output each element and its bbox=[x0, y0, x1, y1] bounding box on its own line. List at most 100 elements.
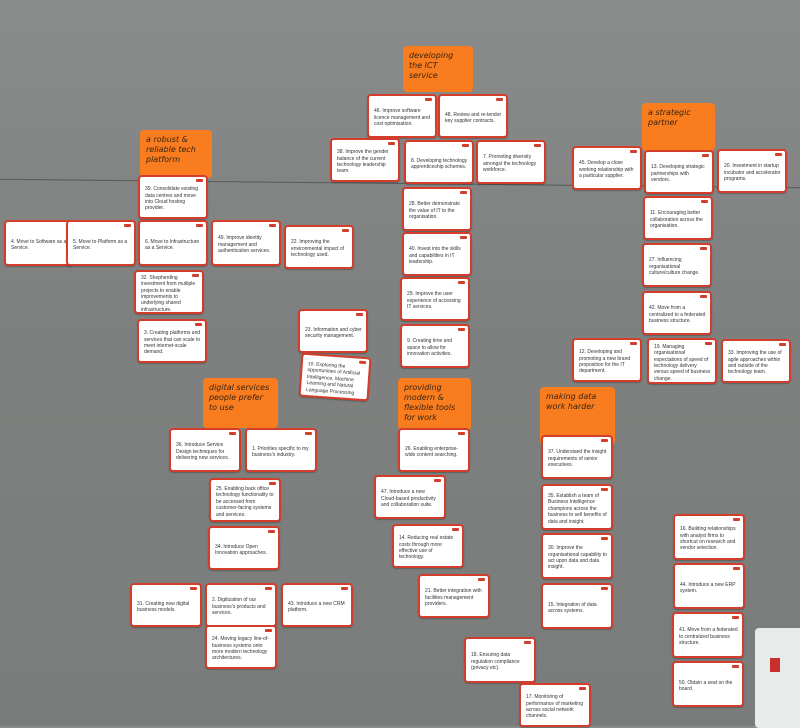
card[interactable]: 32. Shepherding investment from multiple… bbox=[134, 270, 204, 314]
card-text: 40. Invest into the skills and capabilit… bbox=[409, 246, 461, 266]
theme-note[interactable]: developing the ICT service bbox=[403, 46, 473, 92]
card-text: 7. Promoting diversity amongst the techn… bbox=[483, 154, 537, 174]
card[interactable]: 48. Review and re-tender key supplier co… bbox=[438, 94, 508, 138]
card[interactable]: 25. Enabling back office technology func… bbox=[209, 478, 281, 522]
card[interactable]: 36. Introduce Service Design techniques … bbox=[169, 428, 241, 472]
card-tab-icon bbox=[705, 342, 712, 345]
card[interactable]: 38. Improve the gender balance of the cu… bbox=[330, 138, 400, 182]
card-box bbox=[755, 628, 800, 728]
card[interactable]: 7. Promoting diversity amongst the techn… bbox=[476, 140, 546, 184]
card[interactable]: 5. Move to Platform as a Service. bbox=[66, 220, 136, 266]
card[interactable]: 33. Improving the use of agile approache… bbox=[721, 339, 791, 383]
card[interactable]: 1. Priorities specific to my business's … bbox=[245, 428, 317, 472]
card[interactable]: 28. Better demonstrate the value of IT t… bbox=[402, 187, 472, 231]
card[interactable]: 45. Develop a close working relationship… bbox=[572, 146, 642, 190]
theme-note[interactable]: providing modern & flexible tools for wo… bbox=[398, 378, 471, 430]
card[interactable]: 11. Encouraging better collaboration acr… bbox=[643, 196, 713, 240]
card-text: 45. Develop a close working relationship… bbox=[579, 160, 634, 180]
card[interactable]: 17. Monitoring of performance of marketi… bbox=[519, 683, 591, 727]
card-text: 12. Developing and promoting a new brand… bbox=[579, 349, 631, 375]
card-text: 4. Move to Software as a Service. bbox=[11, 238, 67, 251]
card[interactable]: 6. Move to Infrastructure as a Service. bbox=[138, 220, 208, 266]
card-text: 43. Introduce a new CRM platform. bbox=[288, 600, 345, 613]
card-text: 39. Consolidate existing data centres an… bbox=[145, 186, 199, 212]
card-tab-icon bbox=[775, 153, 782, 156]
card-tab-icon bbox=[702, 154, 709, 157]
card-tab-icon bbox=[732, 616, 739, 619]
card-text: 5. Move to Platform as a Service. bbox=[73, 238, 128, 251]
card-tab-icon bbox=[733, 567, 740, 570]
card-text: 33. Improving the use of agile approache… bbox=[728, 350, 782, 376]
card[interactable]: 18. Ensuring data regulation compliance … bbox=[464, 637, 536, 683]
card-text: 22. Improving the environmental impact o… bbox=[291, 239, 345, 259]
card-text: 29. Improve the user experience of acces… bbox=[407, 291, 461, 311]
card-text: 34. Introduce Open Innovation approaches… bbox=[215, 543, 267, 556]
card[interactable]: 34. Introduce Open Innovation approaches… bbox=[208, 526, 280, 570]
card[interactable]: 8. Developing technology apprenticeship … bbox=[404, 140, 474, 184]
card[interactable]: 44. Introduce a new ERP system. bbox=[673, 563, 745, 609]
card[interactable]: 4. Move to Software as a Service. bbox=[4, 220, 74, 266]
card[interactable]: 27. Influencing organisational culture/c… bbox=[642, 243, 712, 287]
card[interactable]: 21. Better integration with facilities m… bbox=[418, 574, 490, 618]
card[interactable]: 3. Creating platforms and services that … bbox=[137, 319, 207, 363]
theme-note[interactable]: a robust & reliable tech platform bbox=[140, 130, 212, 178]
card[interactable]: 2. Digitization of our business's produc… bbox=[205, 583, 277, 627]
card[interactable]: 20. Investment in startup incubator and … bbox=[717, 149, 787, 193]
card[interactable]: 37. Understand the insight requirements … bbox=[541, 435, 613, 479]
card-tab-icon bbox=[601, 537, 608, 540]
card[interactable]: 19. Managing organisational expectations… bbox=[647, 338, 717, 384]
card-text: 17. Monitoring of performance of marketi… bbox=[526, 694, 583, 720]
card-text: 11. Encouraging better collaboration acr… bbox=[650, 210, 703, 230]
card[interactable]: 16. Building relationships with analyst … bbox=[673, 514, 745, 560]
card[interactable]: 23. Information and cyber security manag… bbox=[298, 309, 368, 353]
card[interactable]: 9. Creating time and space to allow for … bbox=[400, 324, 470, 368]
card[interactable]: 46. Improve software licence management … bbox=[367, 94, 437, 138]
card-text: 3. Creating platforms and services that … bbox=[144, 330, 201, 356]
card[interactable]: 50. Obtain a seat on the board. bbox=[672, 661, 744, 707]
card[interactable]: 30. Improve the organisational capabilit… bbox=[541, 533, 613, 579]
card[interactable]: 31. Creating new digital business models… bbox=[130, 583, 202, 627]
card-text: 50. Obtain a seat on the board. bbox=[679, 679, 733, 692]
card-text: 31. Creating new digital business models… bbox=[137, 600, 190, 613]
card-tab-icon bbox=[358, 360, 367, 365]
card-text: 47. Introduce a new Cloud-based producti… bbox=[381, 489, 437, 509]
card[interactable]: 24. Moving legacy line-of-business syste… bbox=[205, 625, 277, 669]
card-tab-icon bbox=[229, 432, 236, 435]
card[interactable]: 43. Introduce a new CRM platform. bbox=[281, 583, 353, 627]
card-text: 44. Introduce a new ERP system. bbox=[680, 581, 736, 594]
card-text: 36. Introduce Service Design techniques … bbox=[176, 442, 230, 462]
card[interactable]: 35. Establish a team of Business Intelli… bbox=[541, 484, 613, 530]
card[interactable]: 22. Improving the environmental impact o… bbox=[284, 225, 354, 269]
theme-note[interactable]: digital services people prefer to use bbox=[203, 378, 278, 428]
card-tab-icon bbox=[732, 665, 739, 668]
card[interactable]: 41. Move from a federated to centralized… bbox=[672, 612, 744, 658]
card[interactable]: 49. Improve identity management and auth… bbox=[211, 220, 281, 266]
card-text: 32. Shepherding investment from multiple… bbox=[141, 274, 196, 313]
card-text: 30. Improve the organisational capabilit… bbox=[548, 545, 607, 571]
card[interactable]: 42. Move from a centralized to a federat… bbox=[642, 291, 712, 335]
card[interactable]: 26. Enabling enterprise-wide content sea… bbox=[398, 428, 470, 472]
card-text: 6. Move to Infrastructure as a Service. bbox=[145, 238, 200, 251]
theme-note[interactable]: a strategic partner bbox=[642, 103, 715, 151]
card-text: 46. Improve software licence management … bbox=[374, 108, 430, 128]
card[interactable]: 12. Developing and promoting a new brand… bbox=[572, 338, 642, 382]
card-tab-icon bbox=[341, 587, 348, 590]
card-tab-icon bbox=[460, 236, 467, 239]
card-tab-icon bbox=[579, 687, 586, 690]
card[interactable]: 29. Improve the user experience of acces… bbox=[400, 277, 470, 321]
card[interactable]: 14. Reducing real estate costs through m… bbox=[392, 524, 464, 568]
card[interactable]: 40. Invest into the skills and capabilit… bbox=[402, 232, 472, 276]
card-tab-icon bbox=[733, 518, 740, 521]
card[interactable]: 15. Integration of data across systems. bbox=[541, 583, 613, 629]
card-tab-icon bbox=[700, 295, 707, 298]
card-tab-icon bbox=[195, 323, 202, 326]
card-tab-icon bbox=[190, 587, 197, 590]
card[interactable]: 10. Exploring the opportunities of Artif… bbox=[298, 352, 372, 402]
card[interactable]: 13. Developing strategic partnerships wi… bbox=[644, 150, 714, 194]
card[interactable]: 47. Introduce a new Cloud-based producti… bbox=[374, 475, 446, 519]
card-tab-icon bbox=[434, 479, 441, 482]
card[interactable]: 39. Consolidate existing data centres an… bbox=[138, 175, 208, 219]
card-text: 15. Integration of data across systems. bbox=[548, 601, 597, 614]
card-tab-icon bbox=[458, 281, 465, 284]
card-text: 23. Information and cyber security manag… bbox=[305, 326, 362, 339]
